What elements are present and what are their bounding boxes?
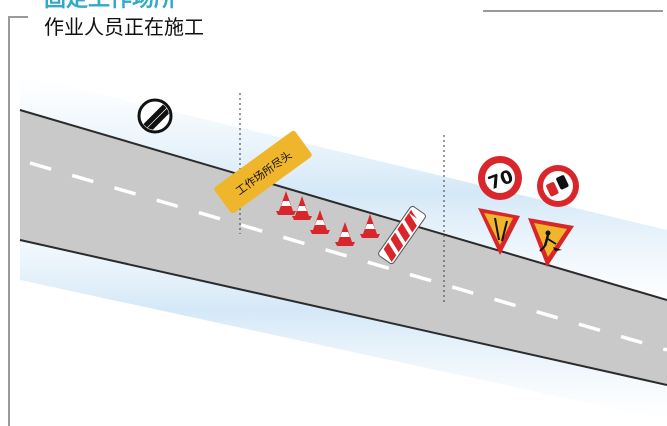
end-of-restrictions-sign-icon — [137, 98, 173, 134]
traffic-cone-icon — [360, 214, 380, 238]
road-edge-bottom — [19, 239, 667, 386]
traffic-cone-icon — [335, 222, 355, 246]
roadworks-warning-icon — [528, 218, 574, 267]
traffic-cone-icon — [276, 191, 296, 215]
road-glow-upper — [20, 75, 667, 310]
page-title: 固定工作场所 — [44, 0, 176, 12]
speed-limit-sign-icon: 70 — [478, 156, 522, 200]
work-area-end-board: 工作场所尽头 — [214, 130, 312, 214]
frame-border-left — [8, 16, 10, 426]
no-overtaking-sign-icon — [537, 165, 579, 207]
traffic-cones — [276, 191, 380, 246]
traffic-cone-icon — [292, 196, 312, 220]
road-edge-top — [19, 109, 667, 301]
frame-border-top-left — [8, 16, 28, 18]
traffic-cone-icon — [310, 210, 330, 234]
frame-border-top-right — [483, 10, 663, 12]
page-subtitle: 作业人员正在施工 — [44, 15, 204, 39]
road-narrows-warning-icon — [478, 208, 520, 255]
road-surface — [20, 110, 667, 385]
barrier-board-icon — [378, 205, 426, 265]
